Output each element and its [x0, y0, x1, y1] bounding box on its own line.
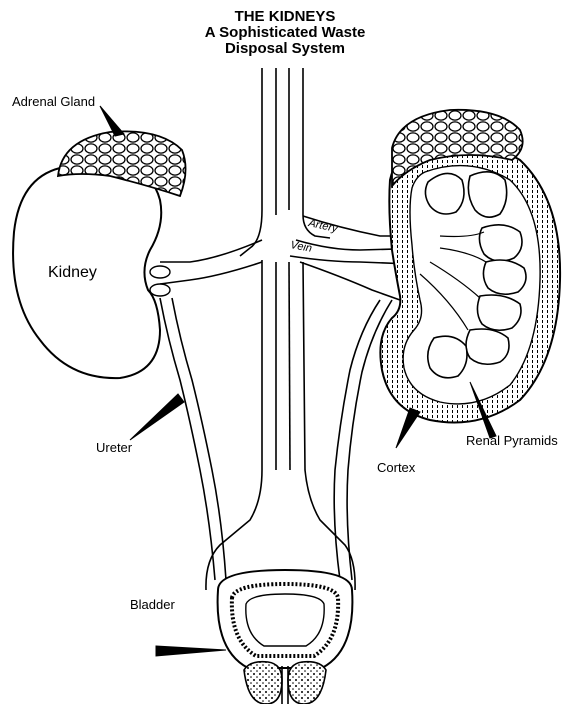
- artery-label: Artery: [306, 217, 340, 235]
- cortex-label: Cortex: [377, 460, 415, 475]
- right-kidney: [380, 142, 560, 423]
- bladder: [218, 570, 353, 704]
- great-vessels: [206, 68, 355, 590]
- adrenal-gland-label: Adrenal Gland: [12, 94, 95, 109]
- kidney-label: Kidney: [48, 264, 97, 282]
- renal-pyramids-label: Renal Pyramids: [466, 433, 558, 448]
- bladder-label: Bladder: [130, 597, 175, 612]
- ureter-arrow: [130, 394, 184, 440]
- bladder-arrow: [156, 646, 226, 656]
- vein-label: Vein: [289, 239, 312, 255]
- ureter-label: Ureter: [96, 440, 132, 455]
- cortex-arrow: [396, 408, 420, 448]
